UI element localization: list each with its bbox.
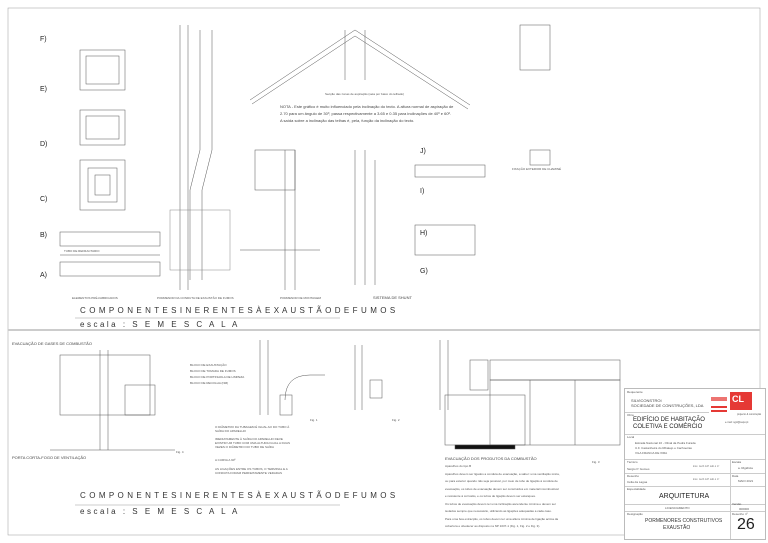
location-line: VILA FRANCA DE XIRA [635, 451, 668, 455]
specialty-label: Especialidade [627, 487, 646, 491]
note-item: AS LIGAÇÕES ENTRE OS TUBOS, O TERMINAL E… [215, 467, 288, 475]
work-title: EDIFÍCIO DE HABITAÇÃO [633, 417, 705, 423]
combustion-evacuation-drawings [50, 340, 621, 451]
location-label: Local [627, 435, 635, 439]
section-scale-bottom: escala : S E M E S C A L A [80, 507, 240, 516]
text-line: isolados sempre que necessário, utilizan… [445, 509, 552, 513]
title-block: Requerente SILVICONSTROI SOCIEDADE DE CO… [624, 388, 766, 540]
email: e-mail: sgcl@sapo.pt [725, 421, 749, 424]
version-value: 000000 [739, 507, 750, 511]
flue-label: TUBO DE REFRACTARIO [64, 249, 100, 253]
phase: LICENCIAMENTO [665, 506, 690, 510]
logo-text: CL [732, 394, 744, 404]
work-label: Obra [627, 413, 634, 417]
owner-label: Requerente [627, 390, 643, 394]
drawn-name: Célia da Lagoa [627, 480, 648, 484]
date-label: Data [732, 474, 739, 478]
owner-name: SILVICONSTROI [631, 398, 662, 403]
scale-label: Escala [732, 460, 742, 464]
text-line: e resistente à corrosão, e os tubos de l… [445, 494, 536, 498]
note-item: O DIÂMETRO DA TUBAGEM É IGUAL AO DO TUBO… [215, 425, 290, 433]
drawn-reg: insc. na O.A.P. sob o nº [693, 478, 720, 481]
fig-label: Fig. 4 [176, 450, 184, 454]
location-line: U.F. Castanheira do Ribatejo e Cachoeira… [635, 446, 692, 450]
detail-label-h: H) [420, 230, 428, 237]
bottom-title: EVACUAÇÃO DE GASES DE COMBUSTÃO [12, 341, 92, 346]
section-scale-top: escala : S E M E S C A L A [80, 320, 240, 329]
detail-label-c: C) [40, 196, 48, 203]
specialty: ARQUITETURA [659, 493, 710, 500]
text-line: Para uma boa extracção, os tubos devem t… [445, 516, 559, 521]
note-line-3: A saída sobre a inclinação das telhas é,… [280, 118, 415, 123]
block-label: BLOCO DE TOMADA DE FUMOS [190, 369, 236, 373]
fig-label: Fig. 1 [310, 418, 318, 422]
chimney-fixing-label: FIXAÇÃO EXTERIOR DE CHAMINÉ [512, 167, 562, 171]
mounting-detail [240, 149, 320, 290]
detail-label-e: E) [40, 86, 47, 93]
note-line-1: NOTA - Este gráfico é muito influenciado… [280, 104, 454, 109]
prefab-blocks [59, 49, 161, 277]
text-line: cobertura e obedecer ao disposto na NP 1… [445, 524, 541, 528]
text-line: evacuação, os tubos de evacuação devem s… [445, 486, 559, 491]
caption-prefab: ELEMENTOS PRÉ-FABRICADOS [72, 296, 118, 300]
caption-shunt: SISTEMA DE SHUNT [373, 295, 412, 300]
note-item: A CURVA A 90º [215, 458, 236, 462]
text-line: Aparelhos devem ser ligados a conduta de… [445, 471, 560, 476]
detail-label-d: D) [40, 141, 48, 148]
designation: PORMENORES CONSTRUTIVOS [645, 518, 723, 524]
designation: EXAUSTÃO [663, 525, 691, 531]
fig-label: Fig. 3 [592, 460, 600, 464]
detail-label-g: G) [420, 268, 428, 275]
section-heading-bottom: C O M P O N E N T E S I N E R E N T E S … [80, 491, 396, 500]
designer-name: Sérgio P. Gomes [627, 467, 650, 471]
shunt-system [354, 149, 551, 285]
drawn-label: Desenho [627, 474, 640, 478]
scale-value: a. Rigidícia [738, 466, 753, 470]
sheet-label: Desenho nº [732, 512, 748, 516]
location-line: Estrada Nacional 10 - Olival da Pedra Fu… [635, 441, 696, 445]
logo-subtitle: projecto & construção [737, 413, 762, 416]
version-label: Versão [732, 502, 742, 506]
text-line: Os tubos de evacuação devem ter uma incl… [445, 501, 556, 506]
date-value: MAIO 2021 [738, 479, 754, 483]
text-line: ou para exterior quando não seja possíve… [445, 479, 558, 483]
roof-section [249, 24, 551, 110]
detail-label-i: I) [420, 188, 425, 195]
fig-label: Fig. 2 [392, 418, 400, 422]
roof-caption: Secção das zonas de aspiração (seta por … [325, 92, 405, 96]
note-line-2: 2.70 para um ângulo de 30º, passa respec… [280, 111, 452, 116]
detail-label-b: B) [40, 232, 47, 239]
caption-flue: PORMENOR DA CONDUTA DE EXAUSTÃO DE FUMOS [157, 296, 234, 300]
designer-reg: insc. na O.A.P. sob o nº [693, 465, 720, 468]
text-title: EVACUAÇÃO DOS PRODUTOS DA COMBUSTÃO [445, 456, 537, 461]
detail-label-a: A) [40, 272, 47, 279]
caption-mounting: PORMENOR DE MONTAGEM [280, 296, 321, 300]
text-body: Aparelhos do tipo B Aparelhos devem ser … [445, 463, 560, 531]
section-heading-top: C O M P O N E N T E S I N E R E N T E S … [80, 306, 396, 315]
block-label: BLOCO DE PORTINHOLA DE LIMPEZA [190, 375, 245, 379]
sheet-number: 26 [737, 516, 755, 533]
detail-label-j: J) [420, 148, 426, 155]
detail-label-f: F) [40, 36, 47, 43]
wall-caption: PORTA CORTA-FOGO DE VENTILAÇÃO [12, 455, 87, 460]
designation-label: Designação [627, 512, 643, 516]
work-title: COLETIVA E COMÉRCIO [633, 424, 703, 430]
block-label: BLOCO DE RECOLHA (NM) [190, 381, 229, 385]
note-item: IMEDIATAMENTE À SAÍDA DO APARELHO DEVE E… [215, 437, 290, 449]
designer-label: Técnico [627, 460, 638, 464]
block-label: BLOCO DE EXAUSTAÇÃO [190, 363, 227, 367]
owner-name: SOCIEDADE DE CONSTRUÇÕES, LDA [631, 403, 704, 408]
text-line: Aparelhos do tipo B [445, 464, 472, 468]
flue-pipe-detail [169, 25, 231, 290]
